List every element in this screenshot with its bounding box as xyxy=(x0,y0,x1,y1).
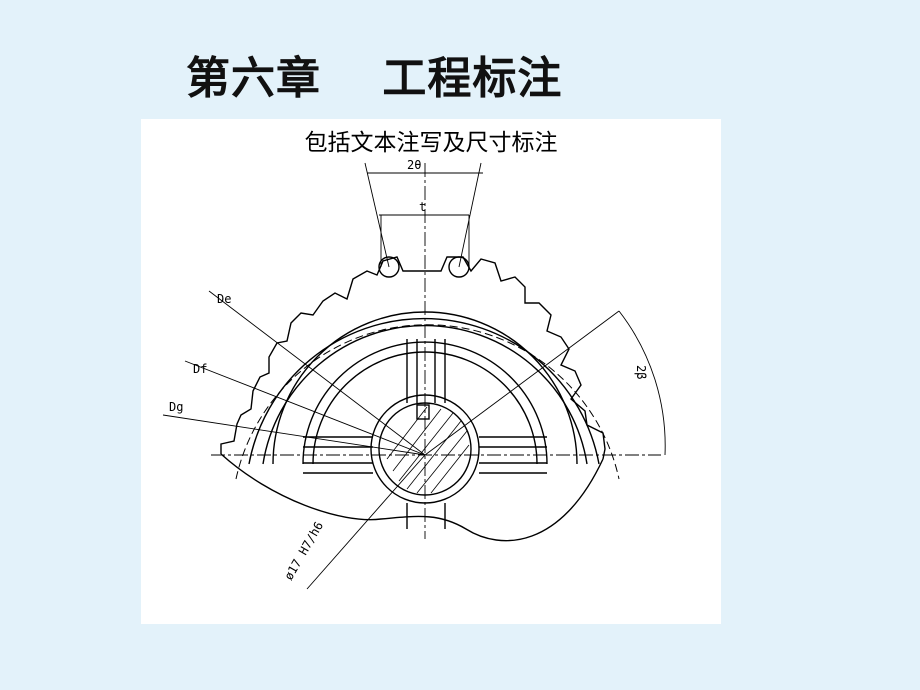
label-bore-fit: ø17 H7/h6 xyxy=(281,519,326,582)
outer-ring xyxy=(248,317,600,465)
slide-title: 第六章 工程标注 xyxy=(186,53,563,104)
label-t: t xyxy=(419,200,426,214)
label-de: De xyxy=(217,292,231,306)
label-2beta: 2β xyxy=(634,365,648,379)
sprocket-outline xyxy=(220,256,606,460)
sprocket-drawing-svg: 2θ t De Df Dg 2β ø17 H7/h6 xyxy=(162,158,666,590)
slide-subtitle: 包括文本注写及尺寸标注 xyxy=(304,130,558,156)
label-2theta: 2θ xyxy=(407,158,421,172)
break-line xyxy=(220,453,604,542)
label-dg: Dg xyxy=(169,400,183,414)
engineering-drawing: 2θ t De Df Dg 2β ø17 H7/h6 包括文本注写及尺寸标注 xyxy=(141,119,721,624)
label-df: Df xyxy=(193,362,207,376)
